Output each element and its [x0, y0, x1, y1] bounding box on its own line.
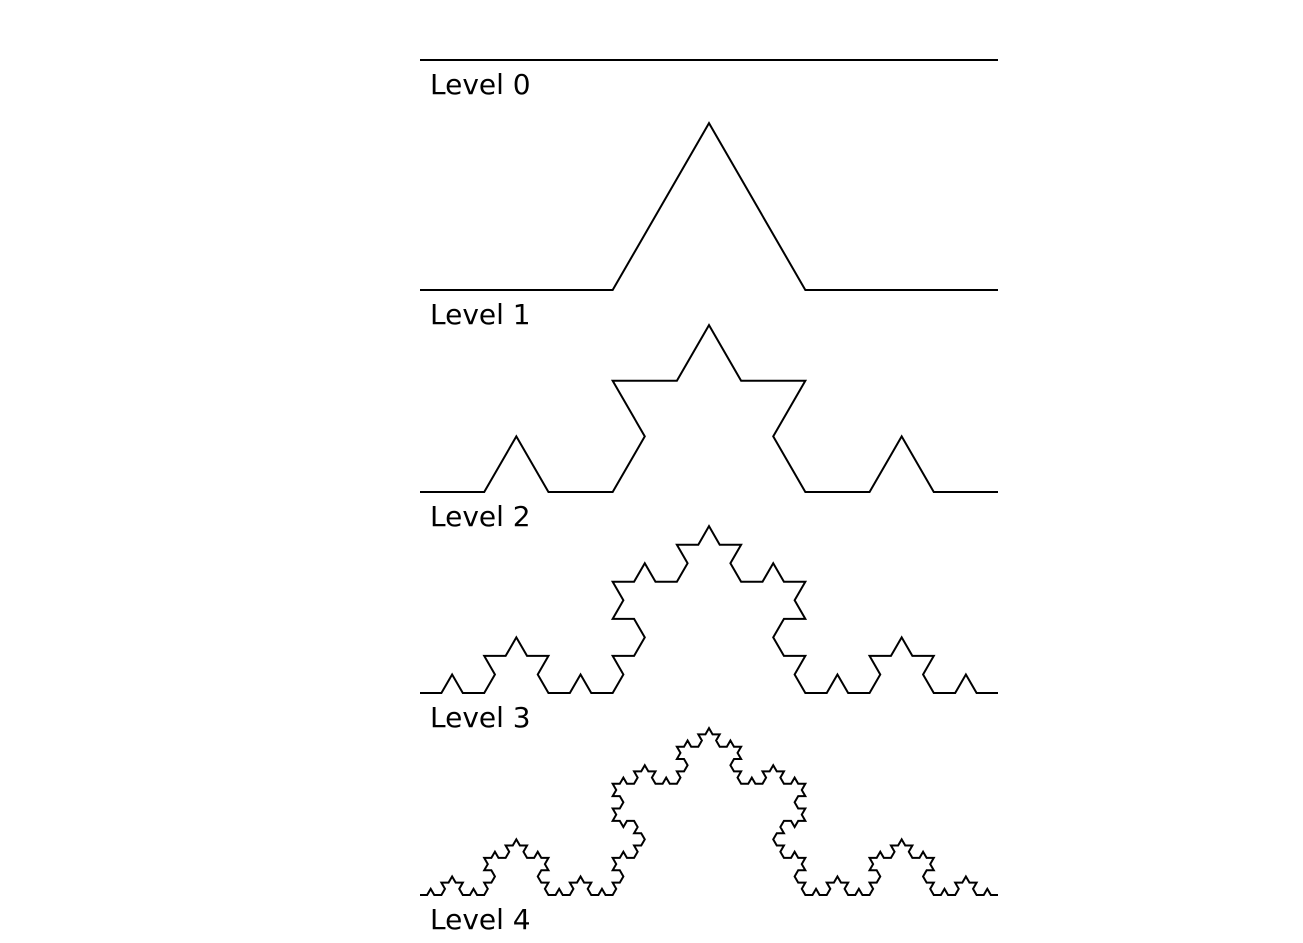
koch-level-2: Level 2: [420, 323, 998, 533]
level-label-1: Level 1: [430, 298, 531, 331]
koch-curve-level-4: [420, 726, 998, 896]
koch-curve-level-1: [420, 121, 998, 291]
level-label-0: Level 0: [430, 68, 531, 101]
koch-curve-level-3: [420, 524, 998, 694]
koch-level-3: Level 3: [420, 524, 998, 734]
level-label-2: Level 2: [430, 500, 531, 533]
koch-level-4: Level 4: [420, 726, 998, 936]
level-label-3: Level 3: [430, 701, 531, 734]
koch-curve-level-2: [420, 323, 998, 493]
koch-level-0: Level 0: [420, 59, 998, 101]
level-label-4: Level 4: [430, 903, 531, 936]
koch-level-1: Level 1: [420, 121, 998, 331]
